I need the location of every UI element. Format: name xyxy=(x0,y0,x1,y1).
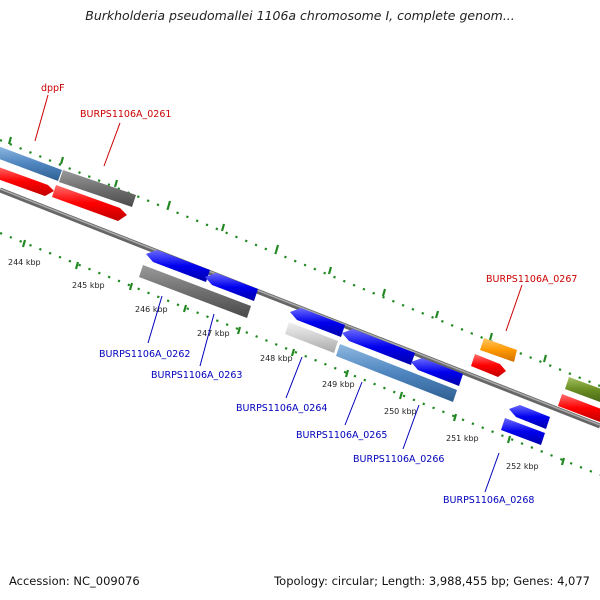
gene-label-0265[interactable]: BURPS1106A_0265 xyxy=(296,430,387,441)
gene-red-arrow-3[interactable] xyxy=(471,354,506,377)
reverse-strand-genes xyxy=(139,250,550,445)
gene-0262-arrow[interactable] xyxy=(146,250,210,282)
tick-label-249: 249 kbp xyxy=(322,380,355,389)
inner-tick-track xyxy=(0,231,600,477)
inner-major-ticks xyxy=(21,239,566,466)
kbp-labels: 244 kbp 245 kbp 246 kbp 247 kbp 248 kbp … xyxy=(8,258,539,471)
tick-label-252: 252 kbp xyxy=(506,462,539,471)
tick-label-245: 245 kbp xyxy=(72,281,105,290)
gene-label-dppF[interactable]: dppF xyxy=(41,83,65,94)
gene-steel-long[interactable] xyxy=(336,344,457,402)
gene-0265-arrow[interactable] xyxy=(342,329,415,365)
gene-0268-arrow-bottom[interactable] xyxy=(501,418,545,445)
gene-0263-arrow[interactable] xyxy=(205,273,258,301)
gene-0267-arrow[interactable] xyxy=(480,338,517,362)
outer-major-ticks xyxy=(7,136,548,363)
gene-olive-arrow[interactable] xyxy=(565,377,600,402)
gene-red-arrow-2[interactable] xyxy=(52,185,127,221)
gene-label-0261[interactable]: BURPS1106A_0261 xyxy=(80,109,171,120)
tick-label-247: 247 kbp xyxy=(197,329,230,338)
gene-red-arrow-4[interactable] xyxy=(558,394,600,422)
gene-light-gray[interactable] xyxy=(285,322,338,353)
gene-0264-arrow[interactable] xyxy=(290,308,345,337)
gene-gray-long[interactable] xyxy=(139,265,251,318)
tick-label-250: 250 kbp xyxy=(384,407,417,416)
gene-labels: dppF BURPS1106A_0261 BURPS1106A_0267 BUR… xyxy=(41,83,577,506)
outer-tick-track xyxy=(0,138,600,388)
genome-summary-text: Topology: circular; Length: 3,988,455 bp… xyxy=(274,574,590,588)
tick-label-244: 244 kbp xyxy=(8,258,41,267)
forward-strand-genes xyxy=(0,146,600,422)
gene-label-0266[interactable]: BURPS1106A_0266 xyxy=(353,454,444,465)
tick-label-246: 246 kbp xyxy=(135,305,168,314)
gene-label-0263[interactable]: BURPS1106A_0263 xyxy=(151,370,242,381)
genome-backbone xyxy=(0,187,600,429)
gene-0266-arrow[interactable] xyxy=(411,358,463,386)
gene-0268-arrow-top[interactable] xyxy=(509,405,550,429)
label-leaders xyxy=(34,94,523,493)
tick-label-251: 251 kbp xyxy=(446,434,479,443)
gene-dppF-arrow[interactable] xyxy=(0,146,62,181)
gene-red-arrow-1[interactable] xyxy=(0,166,54,196)
gene-0261-arrow[interactable] xyxy=(59,170,136,207)
gene-label-0267[interactable]: BURPS1106A_0267 xyxy=(486,274,577,285)
map-title: Burkholderia pseudomallei 1106a chromoso… xyxy=(85,8,515,23)
gene-label-0264[interactable]: BURPS1106A_0264 xyxy=(236,403,327,414)
tick-label-248: 248 kbp xyxy=(260,354,293,363)
accession-text: Accession: NC_009076 xyxy=(9,574,140,588)
gene-label-0262[interactable]: BURPS1106A_0262 xyxy=(99,349,190,360)
gene-label-0268[interactable]: BURPS1106A_0268 xyxy=(443,495,534,506)
